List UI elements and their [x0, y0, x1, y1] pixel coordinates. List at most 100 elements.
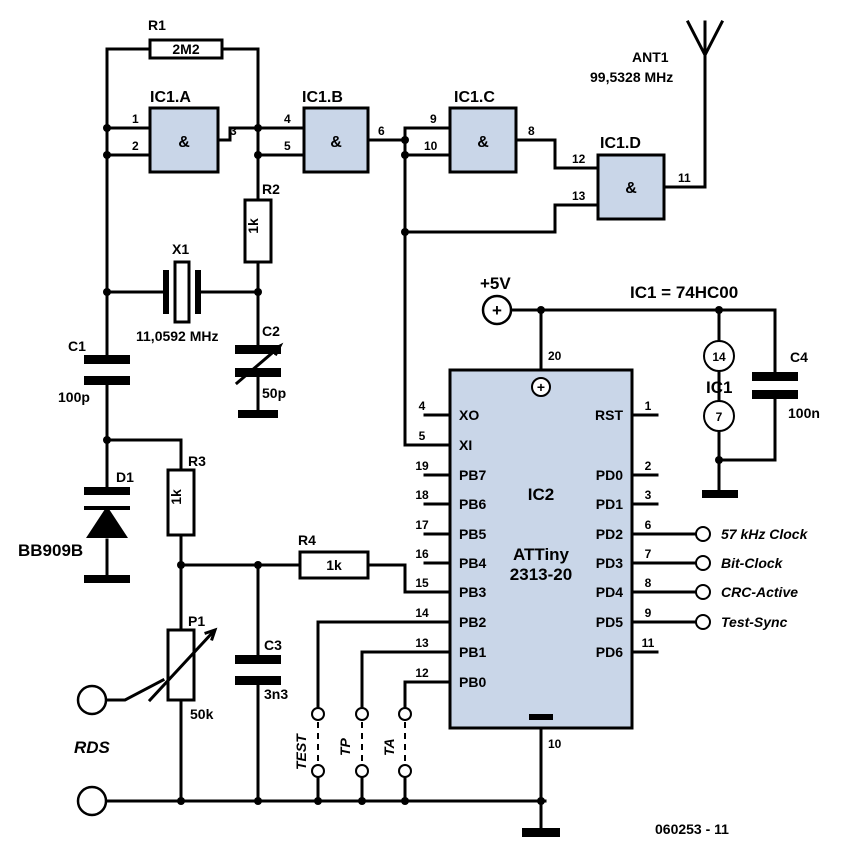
- ic2-pin-number: 2: [645, 459, 652, 473]
- ic2-pin-number: 19: [415, 459, 429, 473]
- gate-ic1b: IC1.B & 4 5 6: [284, 89, 385, 174]
- c1-ref: C1: [68, 338, 86, 354]
- ic2-pin-number: 4: [419, 399, 426, 413]
- p1-value: 50k: [190, 706, 214, 722]
- gate-ic1c-symbol: &: [477, 134, 489, 151]
- ic2-pin-name: PD0: [596, 467, 623, 483]
- antenna-icon: ANT1 99,5328 MHz: [590, 19, 725, 85]
- ic2-pin-name: PD2: [596, 526, 623, 542]
- ic2-pin-name: PB3: [459, 584, 486, 600]
- ic2-pin-number: 11: [642, 636, 655, 650]
- output-terminals: 57 kHz Clock Bit-Clock CRC-Active Test-S…: [695, 526, 809, 630]
- r4-ref: R4: [298, 532, 316, 548]
- ic2-pin-number: 15: [415, 576, 429, 590]
- c1-value: 100p: [58, 389, 90, 405]
- ic2-part-line2: 2313-20: [510, 565, 572, 584]
- p1-ref: P1: [188, 613, 205, 629]
- ic2-plus-symbol: +: [537, 379, 545, 395]
- ic2-pin-name: PD1: [596, 496, 623, 512]
- d1-ref: D1: [116, 469, 134, 485]
- pin-label: 6: [378, 124, 385, 138]
- ground-icon: [702, 490, 738, 498]
- potentiometer-p1: P1 50k: [147, 613, 218, 722]
- resistor-r3: 1k R3: [166, 453, 206, 537]
- r2-value: 1k: [245, 218, 261, 234]
- output-bit-clock: Bit-Clock: [721, 555, 784, 571]
- ic2-left-pins: 4XO5XI19PB718PB617PB516PB415PB314PB213PB…: [415, 399, 486, 690]
- ic2-pin-name: RST: [595, 407, 623, 423]
- gate-ic1d-symbol: &: [625, 180, 637, 197]
- jumper-test-label: TEST: [293, 733, 309, 770]
- pin-label: 10: [424, 139, 438, 153]
- ic2-pin-number: 3: [645, 488, 652, 502]
- ground-symbols: [238, 410, 738, 837]
- r3-ref: R3: [188, 453, 206, 469]
- ant1-value: 99,5328 MHz: [590, 69, 673, 85]
- gate-ic1b-name: IC1.B: [302, 89, 343, 106]
- gate-ic1c: IC1.C & 9 10 8: [424, 89, 535, 174]
- ic2-pin-name: PD6: [596, 644, 623, 660]
- rds-input-terminal: [76, 684, 108, 716]
- c2-value: 50p: [262, 385, 286, 401]
- ic2-pin-number: 1: [645, 399, 652, 413]
- output-crc-active: CRC-Active: [721, 584, 798, 600]
- capacitor-c4: C4 100n: [752, 349, 820, 421]
- output-test-sync: Test-Sync: [721, 614, 788, 630]
- jumper-ta-label: TA: [381, 738, 397, 756]
- resistor-r2: 1k R2: [243, 181, 280, 264]
- power-supply: + +5V IC1 = 74HC00 14 IC1 7: [480, 274, 738, 432]
- junction-dots: [103, 124, 723, 805]
- d1-value: BB909B: [18, 541, 83, 560]
- pin-label: 12: [572, 152, 586, 166]
- ic2-pin-name: PB6: [459, 496, 486, 512]
- ic2-pin-name: PB4: [459, 555, 486, 571]
- ic2-pin-name: PB5: [459, 526, 486, 542]
- c4-ref: C4: [790, 349, 808, 365]
- rds-terminals: RDS: [74, 684, 111, 817]
- ic2-name: IC2: [528, 485, 554, 504]
- resistor-r1: 2M2 R1: [148, 17, 224, 60]
- ic2-pin-number: 5: [419, 429, 426, 443]
- ic2-pin-number: 9: [645, 606, 652, 620]
- ic2-pin-number: 12: [415, 666, 429, 680]
- vcc-label: +5V: [480, 274, 511, 293]
- gate-ic1b-symbol: &: [330, 134, 342, 151]
- ic2-pin-name: PD4: [596, 584, 623, 600]
- gate-ic1d-name: IC1.D: [600, 135, 641, 152]
- varactor-d1: D1 BB909B: [18, 469, 134, 583]
- c3-ref: C3: [264, 637, 282, 653]
- figure-id: 060253 - 11: [655, 821, 729, 837]
- ic2-pin-name: PB2: [459, 614, 486, 630]
- jumper-tp-label: TP: [337, 737, 353, 756]
- rds-ground-terminal: [76, 785, 108, 817]
- ic2-pin-name: XI: [459, 437, 472, 453]
- vcc-plus-symbol: +: [492, 301, 502, 320]
- ic1-power-label: IC1: [706, 378, 732, 397]
- capacitor-c3: C3 3n3: [235, 637, 288, 702]
- gate-ic1a-name: IC1.A: [150, 89, 191, 106]
- ic2-pin-name: XO: [459, 407, 479, 423]
- ground-icon: [238, 410, 278, 418]
- c3-value: 3n3: [264, 686, 288, 702]
- capacitor-c2: C2 50p: [234, 323, 286, 418]
- pin-label: 2: [132, 139, 139, 153]
- gate-ic1c-name: IC1.C: [454, 89, 495, 106]
- r2-ref: R2: [262, 181, 280, 197]
- ic1-pin7: 7: [716, 410, 723, 424]
- output-57khz-clock: 57 kHz Clock: [721, 526, 809, 542]
- ic2-pin-number: 7: [645, 547, 652, 561]
- pin-label: 11: [678, 171, 691, 185]
- ic2-attiny: + IC2 ATTiny 2313-20 20 10 4XO5XI19PB718…: [415, 349, 654, 751]
- ground-icon: [522, 828, 560, 837]
- ic2-pin-number: 8: [645, 576, 652, 590]
- capacitor-c1: C1 100p: [58, 338, 130, 405]
- ic1-type-note: IC1 = 74HC00: [630, 283, 738, 302]
- c4-value: 100n: [788, 405, 820, 421]
- r1-value: 2M2: [172, 41, 199, 57]
- ic2-part-line1: ATTiny: [513, 545, 570, 564]
- c2-ref: C2: [262, 323, 280, 339]
- ic2-pin-number: 13: [415, 636, 429, 650]
- crystal-x1: X1 11,0592 MHz: [136, 241, 219, 344]
- ic2-pin-number: 6: [645, 518, 652, 532]
